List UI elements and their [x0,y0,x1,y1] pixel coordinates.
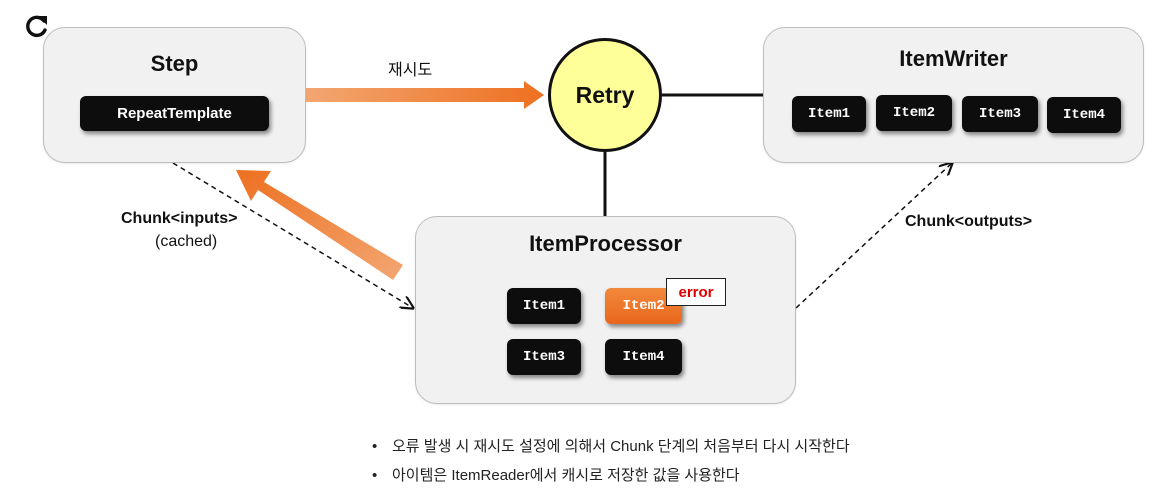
error-callout: error [666,278,726,306]
writer-item-chip: Item2 [876,95,952,131]
item-writer-title: ItemWriter [899,46,1008,71]
retry-node: Retry [548,38,662,152]
writer-item-chip: Item4 [1047,97,1121,133]
item-processor-title: ItemProcessor [529,231,682,256]
chunk-inputs-arrow [172,162,413,308]
chunk-inputs-sub-label: (cached) [155,233,218,250]
note-item: •아이템은 ItemReader에서 캐시로 저장한 값을 사용한다 [372,467,740,484]
writer-item-chip: Item1 [792,96,866,132]
step-title: Step [150,51,199,76]
item-processor-box: ItemProcessor Item1 Item2 Item3 Item4 [415,216,796,404]
note-text: 아이템은 ItemReader에서 캐시로 저장한 값을 사용한다 [392,467,740,484]
step-box: Step RepeatTemplate [43,27,306,163]
notes-list: •오류 발생 시 재시도 설정에 의해서 Chunk 단계의 처음부터 다시 시… [372,436,850,494]
chunk-inputs-label: Chunk<inputs> [121,210,238,227]
item-writer-box: ItemWriter Item1 Item2 Item3 Item4 [763,27,1144,163]
processor-item-chip: Item3 [507,339,581,375]
writer-item-chip: Item3 [962,96,1038,132]
note-text: 오류 발생 시 재시도 설정에 의해서 Chunk 단계의 처음부터 다시 시작… [392,438,850,455]
processor-item-chip: Item1 [507,288,581,324]
processor-item-chip: Item4 [605,339,682,375]
repeat-template-chip: RepeatTemplate [80,96,269,131]
note-item: •오류 발생 시 재시도 설정에 의해서 Chunk 단계의 처음부터 다시 시… [372,438,850,455]
retry-arrow [306,81,544,109]
chunk-outputs-label: Chunk<outputs> [905,213,1033,230]
restart-arrow [236,170,403,280]
chunk-outputs-arrow [795,163,952,309]
retry-arrow-label: 재시도 [388,62,433,79]
refresh-icon[interactable] [24,14,50,40]
